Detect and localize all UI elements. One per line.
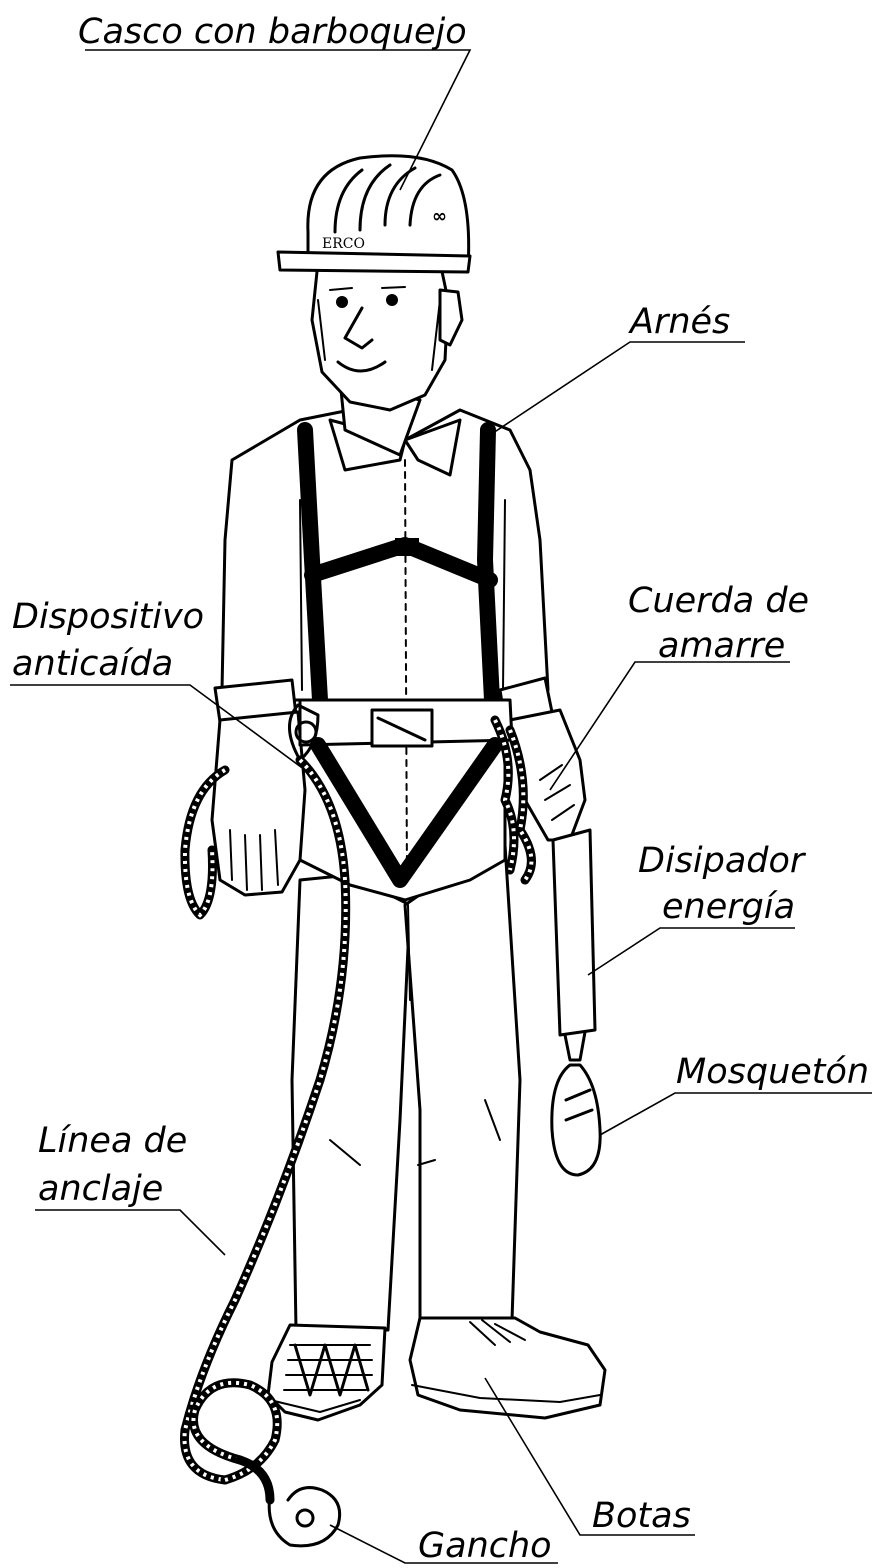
hook xyxy=(267,1486,342,1548)
label-hook: Gancho xyxy=(418,1526,552,1566)
helmet: ERCO ∞ xyxy=(276,154,472,274)
leader-carabiner xyxy=(599,1092,872,1136)
label-absorber-line1: Disipador xyxy=(638,841,807,881)
label-anchor-line2: anclaje xyxy=(38,1169,163,1209)
carabiner xyxy=(550,1063,602,1177)
svg-text:ERCO: ERCO xyxy=(322,236,365,252)
label-anchor-line1: Línea de xyxy=(38,1121,187,1161)
worker-illustration: ERCO ∞ xyxy=(180,154,607,1548)
energy-absorber xyxy=(551,828,597,1062)
label-boots: Botas xyxy=(592,1496,691,1536)
leader-boots xyxy=(484,1377,695,1536)
label-harness: Arnés xyxy=(628,302,730,342)
labels: Casco con barboquejo Arnés Dispositivo a… xyxy=(12,12,869,1566)
leader-helmet xyxy=(85,49,472,191)
hands xyxy=(210,708,587,897)
harness-straps xyxy=(288,422,514,888)
lanyard-bundle xyxy=(490,715,536,885)
label-carabiner: Mosquetón xyxy=(676,1052,869,1092)
leader-anchor xyxy=(35,1209,226,1256)
label-helmet: Casco con barboquejo xyxy=(78,12,467,52)
svg-text:∞: ∞ xyxy=(432,206,447,227)
leader-lines xyxy=(10,49,872,1564)
right-boot xyxy=(408,1316,607,1420)
leader-lanyard xyxy=(549,661,790,791)
head xyxy=(310,260,464,457)
label-lanyard-line1: Cuerda de xyxy=(628,581,809,621)
coiled-rope xyxy=(180,765,230,920)
trousers xyxy=(290,843,522,1332)
leader-harness xyxy=(489,341,745,436)
label-fall-device-line2: anticaída xyxy=(12,644,173,684)
leader-hook xyxy=(329,1524,558,1564)
leader-absorber xyxy=(587,927,795,976)
label-lanyard-line2: amarre xyxy=(658,626,785,666)
left-boot xyxy=(266,1323,387,1422)
leader-fall-device xyxy=(10,684,306,771)
label-absorber-line2: energía xyxy=(662,887,795,927)
label-fall-device-line1: Dispositivo xyxy=(12,597,204,637)
